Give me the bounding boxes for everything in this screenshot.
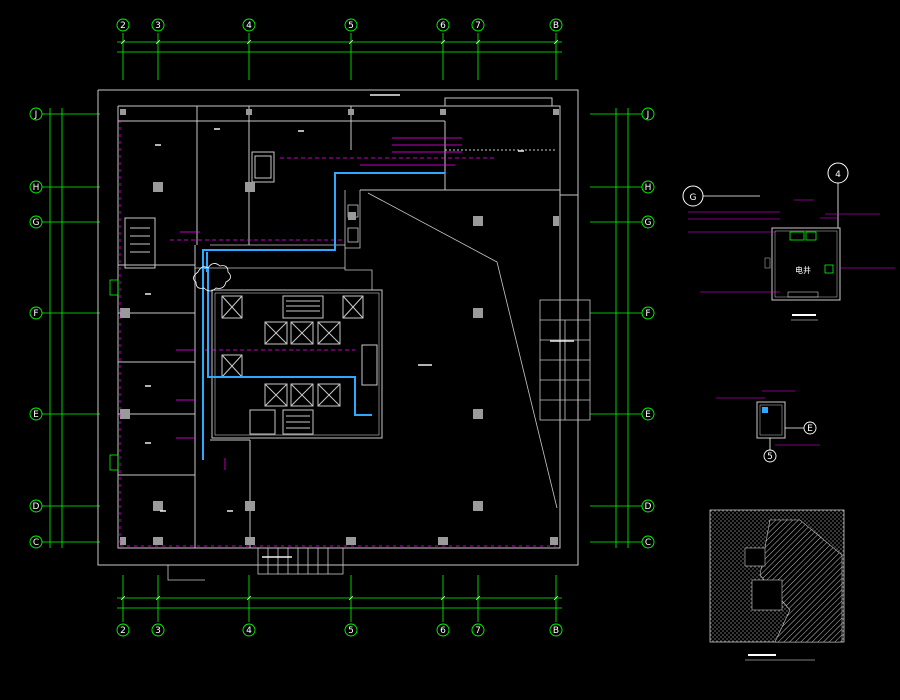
axis-bubble: G xyxy=(29,215,43,229)
right-axis-bubbles: J H G F E D C xyxy=(641,107,655,549)
detail-small-shaft: E 5 xyxy=(716,390,820,463)
axis-bubble: 5 xyxy=(344,18,358,32)
axis-bubble: 7 xyxy=(471,18,485,32)
axis-bubble: 5 xyxy=(344,623,358,637)
core-block xyxy=(211,289,383,439)
axis-bubble: D xyxy=(641,499,655,513)
svg-text:C: C xyxy=(33,538,39,548)
svg-text:3: 3 xyxy=(155,626,161,636)
svg-text:4: 4 xyxy=(246,626,252,636)
top-dimension-lines xyxy=(49,41,629,609)
axis-bubble: 2 xyxy=(116,623,130,637)
building-walls xyxy=(97,89,579,566)
axis-bubble: B xyxy=(549,18,563,32)
left-side-openings xyxy=(109,279,119,471)
svg-text:7: 7 xyxy=(475,21,481,31)
svg-text:G: G xyxy=(645,218,652,228)
svg-text:H: H xyxy=(645,183,652,193)
axis-bubble: J xyxy=(641,107,655,121)
small-detail-col-tag: 5 xyxy=(767,452,773,462)
axis-bubble: 4 xyxy=(242,18,256,32)
duct-cloud xyxy=(193,263,231,292)
svg-text:F: F xyxy=(645,309,650,319)
axis-bubble: 2 xyxy=(116,18,130,32)
axis-bubble: F xyxy=(29,306,43,320)
svg-text:E: E xyxy=(33,410,39,420)
top-axis-bubbles: 2 3 4 5 6 7 B xyxy=(116,18,563,32)
corridor-walls xyxy=(195,190,373,290)
svg-text:3: 3 xyxy=(155,21,161,31)
svg-text:D: D xyxy=(33,502,40,512)
svg-text:D: D xyxy=(645,502,652,512)
detail-row-tag: G xyxy=(690,193,697,203)
axis-bubble: 3 xyxy=(151,18,165,32)
axis-bubble: 4 xyxy=(242,623,256,637)
svg-text:5: 5 xyxy=(348,626,354,636)
axis-bubble: B xyxy=(549,623,563,637)
svg-text:2: 2 xyxy=(120,626,126,636)
axis-bubble: E xyxy=(641,407,655,421)
svg-text:F: F xyxy=(33,309,38,319)
axis-bubble: 6 xyxy=(436,18,450,32)
axis-bubble: J xyxy=(29,107,43,121)
dimension-ticks xyxy=(120,39,559,601)
axis-bubble: D xyxy=(29,499,43,513)
svg-text:E: E xyxy=(645,410,651,420)
bottom-entry xyxy=(167,547,344,581)
svg-text:G: G xyxy=(33,218,40,228)
row-grid-lines xyxy=(42,113,642,543)
svg-text:7: 7 xyxy=(475,626,481,636)
axis-bubble: F xyxy=(641,306,655,320)
column-grid-lines xyxy=(122,33,557,622)
axis-bubble: H xyxy=(641,180,655,194)
svg-text:J: J xyxy=(646,110,650,120)
svg-text:4: 4 xyxy=(246,21,252,31)
svg-text:6: 6 xyxy=(440,21,446,31)
svg-text:2: 2 xyxy=(120,21,126,31)
svg-text:6: 6 xyxy=(440,626,446,636)
left-axis-bubbles: J H G F E D C xyxy=(29,107,43,549)
structural-columns xyxy=(120,109,559,545)
axis-bubble: H xyxy=(29,180,43,194)
axis-bubble: G xyxy=(641,215,655,229)
room-labels xyxy=(145,94,574,558)
svg-text:5: 5 xyxy=(348,21,354,31)
key-plan xyxy=(709,509,845,661)
magenta-wiring xyxy=(119,120,556,547)
svg-text:C: C xyxy=(645,538,651,548)
axis-bubble: 6 xyxy=(436,623,450,637)
bottom-axis-bubbles: 2 3 4 5 6 7 B xyxy=(116,623,563,637)
svg-text:B: B xyxy=(553,21,559,31)
axis-bubble: C xyxy=(29,535,43,549)
svg-text:J: J xyxy=(34,110,38,120)
detail-electrical-room: G 4 电井 xyxy=(682,162,895,321)
svg-text:H: H xyxy=(33,183,40,193)
right-stair xyxy=(539,299,591,421)
axis-bubble: 7 xyxy=(471,623,485,637)
electrical-room-label: 电井 xyxy=(795,265,811,275)
blue-duct-route xyxy=(202,172,445,460)
detail-col-tag: 4 xyxy=(835,170,841,180)
svg-text:B: B xyxy=(553,626,559,636)
axis-bubble: 3 xyxy=(151,623,165,637)
axis-bubble: C xyxy=(641,535,655,549)
axis-bubble: E xyxy=(29,407,43,421)
small-detail-row-tag: E xyxy=(807,424,813,434)
